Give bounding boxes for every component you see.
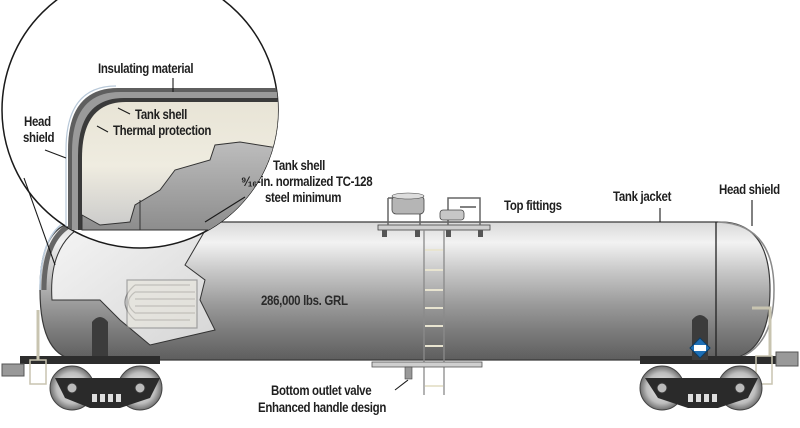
ladder <box>423 230 445 395</box>
label-thermal-protection: Thermal protection <box>113 122 212 138</box>
label-top-fittings: Top fittings <box>504 197 562 213</box>
label-tank-shell-spec-1: Tank shell <box>273 157 326 173</box>
truck-left <box>49 365 163 411</box>
label-insulating-material: Insulating material <box>98 60 194 76</box>
hazmat-placard-icon <box>689 337 711 359</box>
label-tank-shell-inset: Tank shell <box>135 106 188 122</box>
label-tank-shell-spec-2: ⁹⁄₁₆-in. normalized TC-128 <box>241 173 373 189</box>
label-bottom-outlet-1: Bottom outlet valve <box>271 382 372 398</box>
heating-coils-icon <box>124 279 198 329</box>
leader-lines <box>23 78 753 391</box>
label-tank-shell-spec-3: steel minimum <box>265 189 342 205</box>
bottom-outlet-valve <box>371 361 483 380</box>
top-fittings <box>377 192 491 237</box>
label-head-shield-left-1: Head <box>24 113 51 129</box>
label-head-shield-right: Head shield <box>719 181 780 197</box>
tank-cutaway <box>39 215 216 360</box>
inset-detail <box>1 0 279 249</box>
label-bottom-outlet-2: Enhanced handle design <box>258 399 387 415</box>
label-capacity: 286,000 lbs. GRL <box>261 292 348 308</box>
truck-right <box>639 365 763 411</box>
label-head-shield-left-2: shield <box>23 129 55 145</box>
label-tank-jacket: Tank jacket <box>613 188 672 204</box>
